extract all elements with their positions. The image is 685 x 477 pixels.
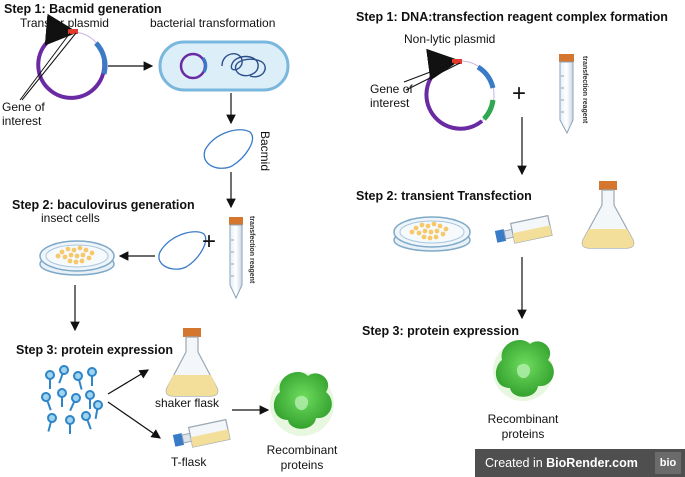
left-step3-title: Step 3: protein expression (16, 343, 173, 357)
shaker-flask-label: shaker flask (155, 396, 220, 410)
shaker-flask-right (581, 181, 635, 249)
transfer-plasmid-diagram (19, 13, 108, 101)
insect-cells-label: insect cells (41, 211, 100, 225)
petri-dish-insect-cells (39, 240, 115, 276)
right-step1-title: Step 1: DNA:transfection reagent complex… (356, 10, 668, 24)
right-gene-of-interest-line2: interest (370, 96, 410, 110)
bacmid-label: Bacmid (258, 131, 272, 172)
transfection-reagent-tube (229, 217, 243, 300)
bacmid-dna (203, 129, 254, 169)
right-step2-title: Step 2: transient Transfection (356, 189, 532, 203)
left-step2-title: Step 2: baculovirus generation (12, 198, 195, 212)
t-flask-right (494, 214, 553, 244)
transfection-reagent-tube-right (559, 54, 574, 135)
bacterium-cell (158, 40, 290, 92)
recombinant-proteins-label-line2: proteins (280, 458, 324, 472)
right-recombinant-proteins-line2: proteins (501, 427, 545, 441)
petri-dish-right (393, 216, 471, 252)
baculovirus-particles (41, 365, 103, 434)
recombinant-proteins-label-line1: Recombinant (266, 443, 338, 457)
biorender-badge[interactable]: Created in BioRender.com bio (475, 449, 685, 477)
biorender-brand-text: BioRender.com (546, 456, 638, 470)
created-in-text: Created in (485, 456, 547, 470)
t-flask-label: T-flask (171, 455, 207, 469)
gene-of-interest-label-line1: Gene of (2, 100, 45, 114)
bacterial-transformation-label: bacterial transformation (150, 16, 276, 30)
right-step3-title: Step 3: protein expression (362, 324, 519, 338)
plus-sign-right: + (512, 80, 527, 107)
right-recombinant-proteins-line1: Recombinant (487, 412, 559, 426)
right-gene-of-interest-line1: Gene of (370, 82, 413, 96)
shaker-flask (165, 328, 219, 397)
non-lytic-plasmid-diagram (403, 48, 496, 131)
biorender-logo-icon: bio (655, 452, 681, 474)
left-step1-title: Step 1: Bacmid generation (4, 2, 162, 16)
bacmid-dna-step2 (158, 231, 207, 270)
gene-of-interest-label-line2: interest (2, 114, 42, 128)
recombinant-protein (270, 371, 334, 436)
transfection-reagent-label-left: transfection reagent (248, 216, 255, 284)
transfer-plasmid-label: Transfer plasmid (20, 16, 109, 30)
transfection-reagent-label-right: transfection reagent (581, 56, 588, 124)
t-flask (172, 418, 231, 448)
plus-sign-left: + (202, 228, 217, 255)
non-lytic-plasmid-label: Non-lytic plasmid (404, 32, 496, 46)
biorender-credit-text: Created in BioRender.com (475, 456, 655, 470)
recombinant-protein-right (493, 339, 554, 401)
